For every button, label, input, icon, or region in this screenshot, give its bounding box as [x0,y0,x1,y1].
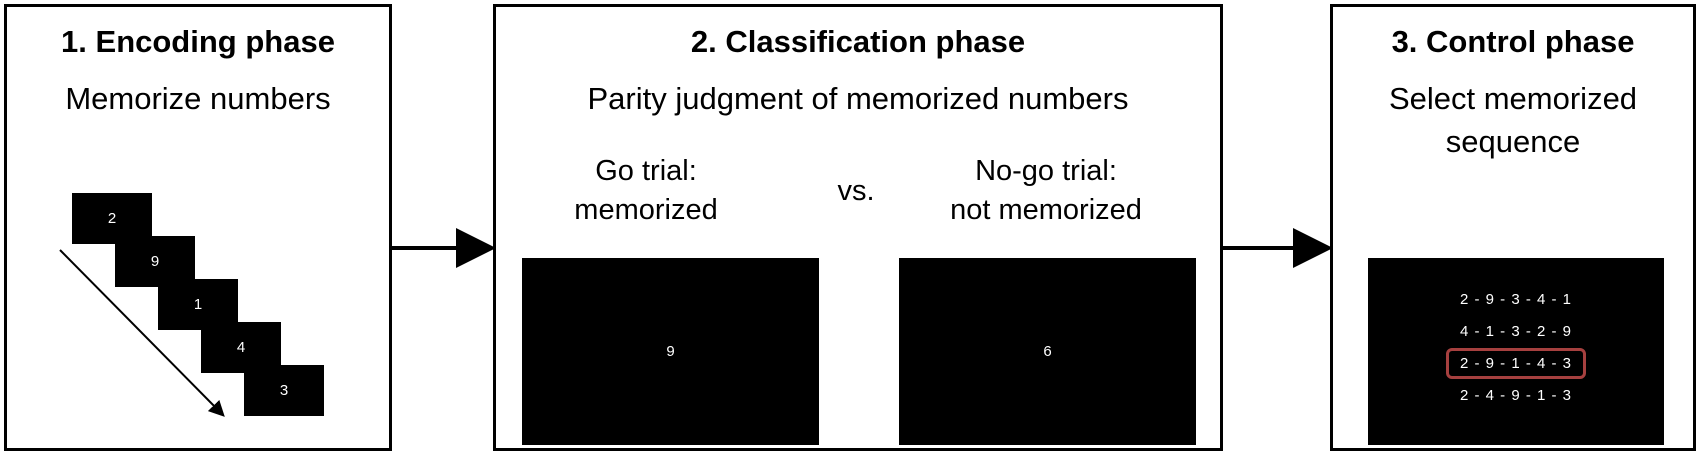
classification-phase-panel: 2. Classification phase Parity judgment … [493,4,1223,451]
sequence-option: 4 - 1 - 3 - 2 - 9 [1459,323,1573,340]
control-phase-subtitle-line2: sequence [1445,124,1581,159]
sequence-time-arrow [59,249,225,417]
control-phase-title: 3. Control phase [1391,24,1635,59]
number-card: 3 [244,365,324,416]
go-trial-label-line2: memorized [574,194,718,226]
number-card: 1 [158,279,238,330]
control-phase-subtitle: Select memorized sequence [1333,77,1693,163]
vs-label: vs. [837,175,875,207]
classification-phase-title: 2. Classification phase [690,24,1026,59]
nogo-trial-label: No-go trial: not memorized [911,152,1181,230]
sequence-option: 2 - 4 - 9 - 1 - 3 [1459,387,1573,404]
control-phase-subtitle-line1: Select memorized [1388,81,1638,116]
classification-phase-subtitle: Parity judgment of memorized numbers [587,81,1129,116]
sequence-selection-screen: 2 - 9 - 3 - 4 - 1 4 - 1 - 3 - 2 - 9 2 - … [1368,258,1664,445]
go-trial-label-line1: Go trial: [595,155,697,187]
sequence-option: 2 - 9 - 3 - 4 - 1 [1459,291,1573,308]
encoding-phase-panel: 1. Encoding phase Memorize numbers 2 9 1… [4,4,392,451]
control-phase-panel: 3. Control phase Select memorized sequen… [1330,4,1696,451]
selected-sequence-highlight [1446,348,1586,379]
number-card: 2 [72,193,152,244]
nogo-trial-label-line1: No-go trial: [975,155,1117,187]
encoding-phase-subtitle: Memorize numbers [65,81,331,116]
encoding-phase-title: 1. Encoding phase [61,24,335,59]
number-card: 9 [115,236,195,287]
nogo-trial-screen: 6 [899,258,1196,445]
number-card: 4 [201,322,281,373]
go-trial-screen: 9 [522,258,819,445]
sequence-option-selected: 2 - 9 - 1 - 4 - 3 [1459,355,1573,372]
nogo-trial-label-line2: not memorized [950,194,1142,226]
go-trial-label: Go trial: memorized [536,152,756,230]
